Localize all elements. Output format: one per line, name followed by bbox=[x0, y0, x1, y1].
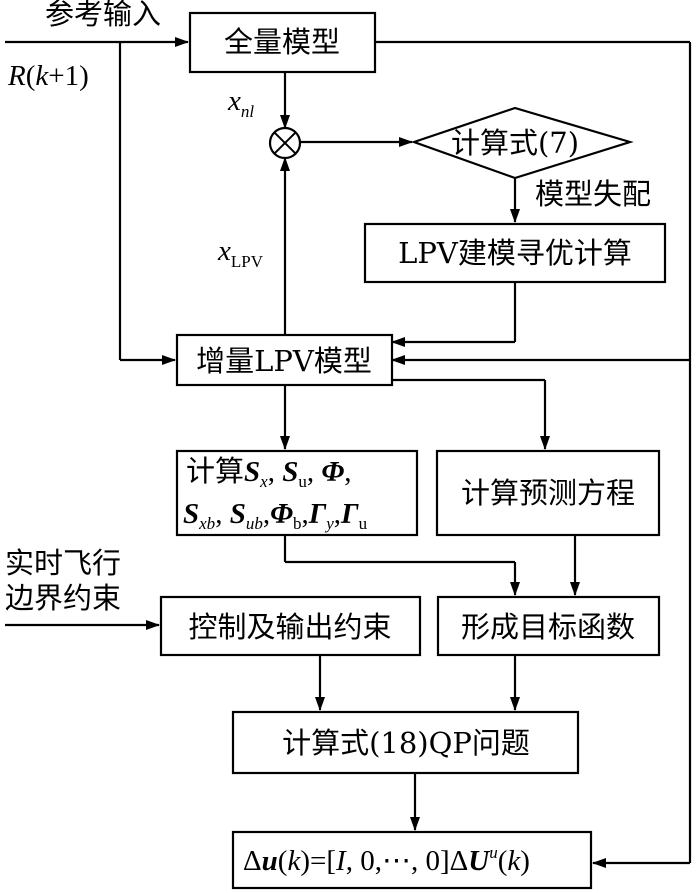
compute-matrices-line2: Sxb, Sub,Φb,Γy,Γu bbox=[183, 498, 368, 533]
lpv-modeling-block bbox=[363, 222, 667, 284]
control-law-label: Δu(k)=[I, 0,⋯, 0]ΔUu(k) bbox=[243, 843, 530, 877]
compute-matrices-line1: 计算Sx, Su, Φ, bbox=[186, 454, 351, 491]
flight-boundary-label-line1: 实时飞行 bbox=[5, 546, 121, 580]
prediction-equation-label: 计算预测方程 bbox=[461, 476, 635, 510]
constraints-block bbox=[159, 595, 422, 657]
calc-eq7-label: 计算式(7) bbox=[451, 126, 579, 160]
qp-problem-label: 计算式(18)QP问题 bbox=[282, 726, 530, 760]
full-model-block bbox=[188, 11, 377, 74]
control-law-block bbox=[231, 830, 593, 890]
objective-function-block bbox=[436, 595, 661, 657]
flight-boundary-label-line2: 边界约束 bbox=[5, 581, 121, 615]
x-lpv-signal-label: xLPV bbox=[217, 235, 264, 271]
calc-eq7-decision bbox=[410, 106, 634, 180]
incremental-lpv-block bbox=[175, 333, 394, 387]
constraints-label: 控制及输出约束 bbox=[188, 610, 391, 644]
qp-problem-block bbox=[231, 710, 580, 775]
summing-junction bbox=[268, 126, 302, 160]
connectors bbox=[5, 37, 692, 868]
prediction-equation-block bbox=[435, 449, 661, 537]
model-mismatch-label: 模型失配 bbox=[535, 177, 651, 211]
full-model-label: 全量模型 bbox=[224, 25, 340, 59]
reference-input-label: 参考输入 bbox=[45, 0, 161, 31]
objective-function-label: 形成目标函数 bbox=[461, 610, 635, 644]
reference-signal-label: R(k+1) bbox=[7, 60, 89, 92]
x-nl-signal-label: xnl bbox=[227, 85, 254, 121]
compute-matrices-block bbox=[175, 449, 419, 537]
lpv-modeling-label: LPV建模寻优计算 bbox=[398, 236, 632, 270]
incremental-lpv-label: 增量LPV模型 bbox=[196, 344, 372, 378]
